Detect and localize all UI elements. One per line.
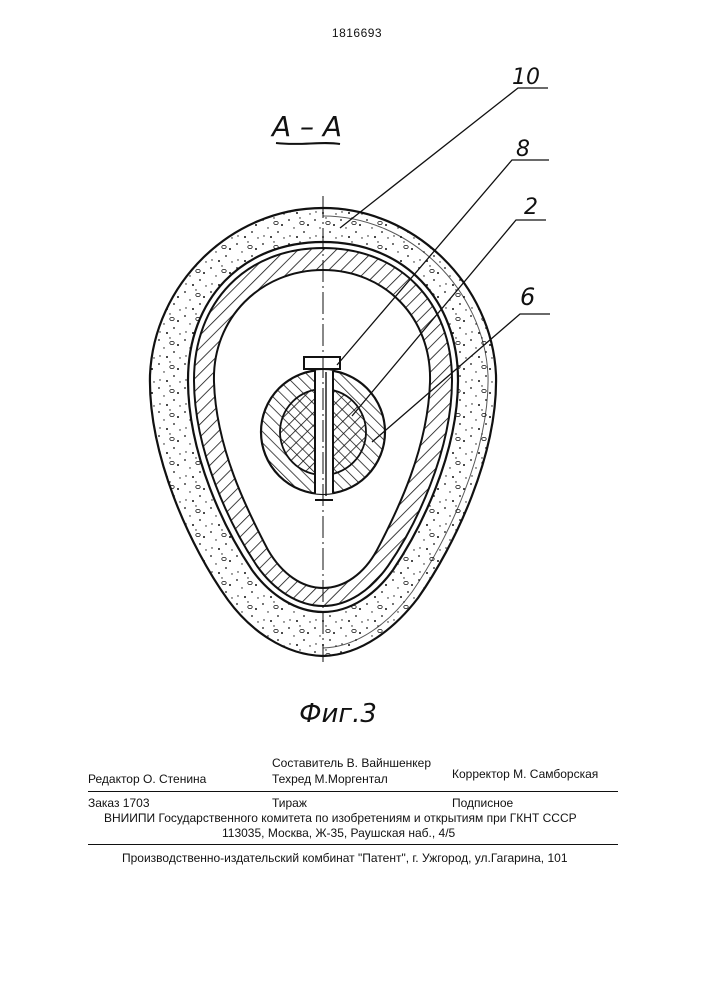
colophon-techred: Техред М.Моргентал	[272, 772, 388, 786]
colophon-corrector: Корректор М. Самборская	[452, 767, 598, 781]
key-slot	[315, 364, 333, 500]
colophon-compiler: Составитель В. Вайншенкер	[272, 756, 431, 770]
colophon-divider-top	[88, 791, 618, 792]
section-label: А – А	[270, 110, 342, 143]
colophon-printer: Производственно-издательский комбинат "П…	[122, 851, 568, 865]
colophon-order: Заказ 1703	[88, 796, 150, 810]
colophon-editor: Редактор О. Стенина	[88, 772, 206, 786]
callout-6: 6	[520, 283, 535, 311]
callout-8: 8	[516, 137, 530, 162]
callout-2: 2	[524, 195, 538, 220]
colophon-circulation: Тираж	[272, 796, 307, 810]
key-head	[304, 357, 340, 369]
colophon-subscription: Подписное	[452, 796, 513, 810]
callout-10: 10	[512, 65, 540, 90]
figure-caption: Фиг.3	[299, 699, 377, 729]
section-label-underline	[276, 143, 340, 144]
colophon-divider-bottom	[88, 844, 618, 845]
colophon-address: 113035, Москва, Ж-35, Раушская наб., 4/5	[222, 826, 455, 840]
colophon-institute: ВНИИПИ Государственного комитета по изоб…	[104, 811, 577, 825]
